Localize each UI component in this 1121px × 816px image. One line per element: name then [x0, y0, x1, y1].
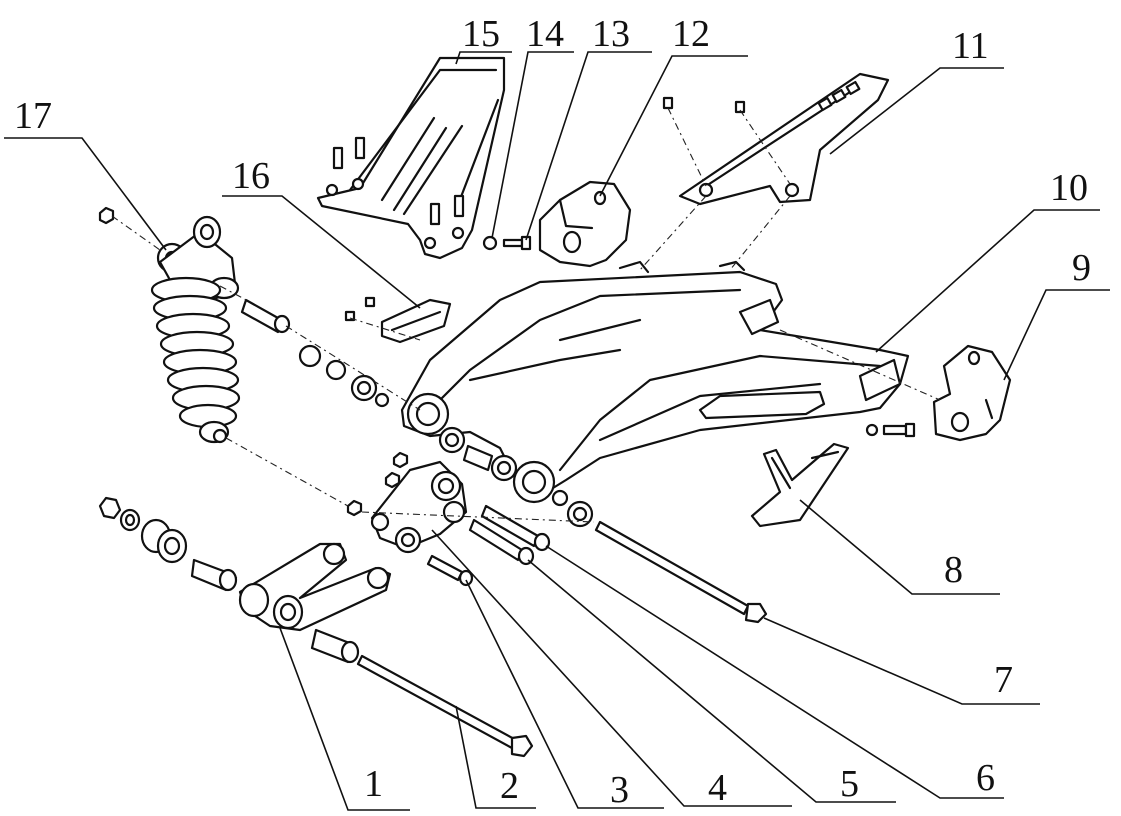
- leader-8: [799, 499, 1000, 595]
- part-bolt-3: [426, 554, 474, 587]
- part-bolt-long-2: [356, 654, 534, 758]
- callout-5: 5: [840, 763, 859, 805]
- part-guide-block: [344, 296, 452, 344]
- leader-11: [829, 67, 1004, 155]
- part-bolt-5: [468, 518, 535, 566]
- leader-15: [455, 51, 512, 65]
- part-chain-slider-top: [662, 72, 890, 206]
- leader-10: [875, 209, 1100, 353]
- part-small-bolt: [502, 235, 532, 251]
- part-bracket: [538, 180, 632, 268]
- part-swingarm: [400, 260, 910, 504]
- callout-4: 4: [708, 767, 727, 809]
- callout-8: 8: [944, 549, 963, 591]
- leader-7: [763, 617, 1040, 705]
- part-bushings-left: [98, 496, 360, 664]
- leader-12: [599, 55, 748, 197]
- leader-13: [525, 51, 652, 241]
- callout-3: 3: [610, 769, 629, 811]
- callout-6: 6: [976, 757, 995, 799]
- leader-14: [491, 51, 574, 239]
- callout-12: 12: [672, 13, 710, 55]
- leader-5: [527, 559, 896, 803]
- callout-labels: 1 2 3 4 5 6 7 8 9 10 11 12 13 14 15 16 1…: [14, 13, 1091, 811]
- leader-1: [279, 627, 410, 811]
- leader-4: [431, 529, 792, 807]
- callout-7: 7: [994, 659, 1013, 701]
- part-shock-top-bolt: [240, 298, 291, 334]
- part-linkage-arm: [238, 542, 392, 632]
- leader-3: [465, 579, 664, 809]
- part-bolt-6: [480, 504, 551, 552]
- leader-17: [4, 137, 167, 251]
- centerlines: [111, 107, 941, 523]
- callout-9: 9: [1072, 247, 1091, 289]
- callout-13: 13: [592, 13, 630, 55]
- leader-6: [545, 545, 1004, 799]
- part-shock-top-nut: [98, 206, 115, 225]
- callout-16: 16: [232, 155, 270, 197]
- part-pivot-bearings: [298, 344, 594, 528]
- leader-lines: [4, 51, 1110, 811]
- callout-2: 2: [500, 765, 519, 807]
- leader-16: [222, 195, 421, 309]
- part-axle-block: [932, 344, 1012, 442]
- part-bolt-long-7: [594, 520, 768, 624]
- callout-15: 15: [462, 13, 500, 55]
- callout-10: 10: [1050, 167, 1088, 209]
- part-small-nut: [482, 235, 498, 251]
- part-rear-shock: [150, 215, 241, 444]
- callout-14: 14: [526, 13, 564, 55]
- leader-9: [1003, 289, 1110, 381]
- part-rear-hugger: [316, 56, 506, 260]
- leader-2: [455, 705, 536, 809]
- part-linkage-rocker: [346, 451, 468, 554]
- callout-1: 1: [364, 763, 383, 805]
- callout-17: 17: [14, 95, 52, 137]
- part-adjuster-bolt: [865, 422, 916, 438]
- callout-11: 11: [952, 25, 989, 67]
- part-chain-guide: [750, 442, 850, 528]
